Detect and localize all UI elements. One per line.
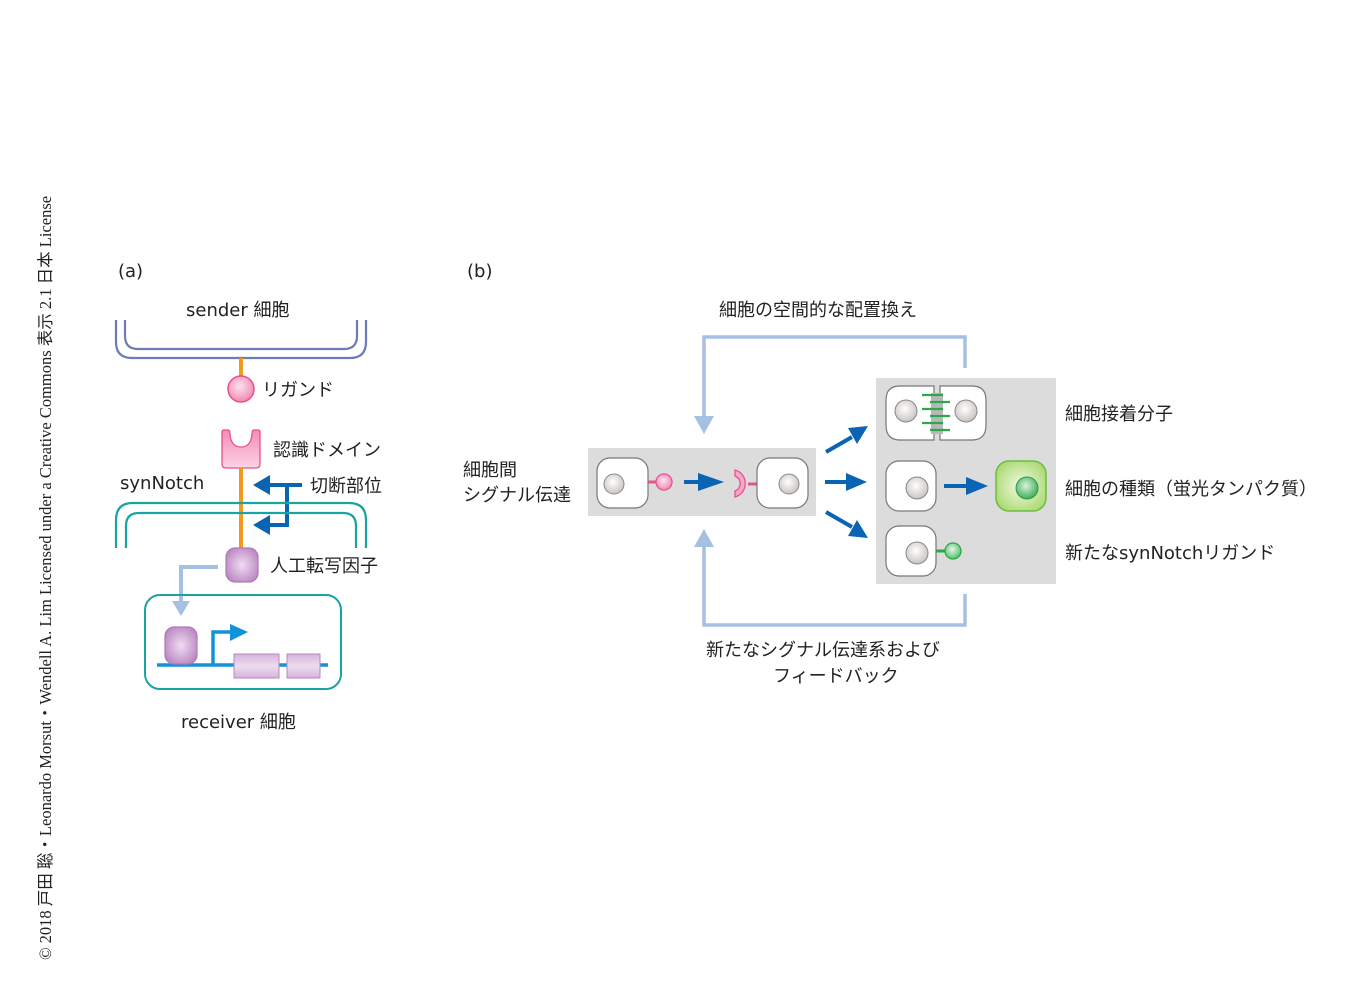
artificial-tf-icon [225, 547, 259, 583]
top-feedback-label: 細胞の空間的な配置換え [719, 300, 917, 321]
adhesion-cells-icon [885, 385, 987, 441]
nucleus-icon [603, 473, 625, 495]
ligand-icon [655, 473, 673, 491]
copyright-text: © 2018 戸田 聡・Leonardo Morsut・Wendell A. L… [36, 196, 55, 960]
bottom-feedback-arrowhead [694, 529, 714, 547]
sender-membrane [114, 320, 368, 360]
recognition-domain-icon [221, 429, 261, 469]
tf-translocation-line [179, 565, 218, 603]
recognition-domain-icon [734, 469, 746, 498]
bound-tf-icon [164, 626, 198, 665]
gene-block-2 [286, 653, 321, 679]
bottom-feedback-label-line2: フィードバック [773, 666, 899, 687]
panel-b: (b) 細胞の空間的な配置換え 新たなシグナル伝達系および フィードバック 細胞… [463, 261, 1317, 687]
panel-a-label: (a) [118, 261, 143, 282]
cleavage-arrows [253, 475, 302, 535]
output-label-new-ligand: 新たなsynNotchリガンド [1065, 543, 1275, 564]
input-label-line2: シグナル伝達 [463, 485, 571, 506]
new-ligand-icon [944, 542, 962, 560]
bottom-feedback-label-line1: 新たなシグナル伝達系および [706, 640, 940, 661]
receiver-cell-label: receiver 細胞 [181, 712, 296, 733]
panel-b-label: (b) [467, 261, 492, 282]
nucleus-icon [905, 476, 929, 500]
nucleus-icon [778, 473, 800, 495]
sender-cell-label: sender 細胞 [186, 300, 289, 321]
artificial-tf-label: 人工転写因子 [270, 556, 378, 577]
arrow-mid-head [846, 473, 867, 491]
output-label-cell-type: 細胞の種類（蛍光タンパク質） [1065, 479, 1317, 500]
bottom-feedback-line [702, 545, 967, 627]
top-feedback-line [702, 335, 967, 418]
arrow-down-line [825, 510, 853, 529]
signal-arrowhead [698, 473, 724, 491]
fluorescent-nucleus-icon [1015, 476, 1039, 500]
receiver-membrane [114, 501, 368, 548]
receiver-nucleus [144, 594, 342, 690]
promoter-arrow [211, 630, 232, 665]
output-arrows [825, 426, 868, 538]
arrow-up-line [825, 435, 853, 454]
promoter-arrowhead [230, 624, 248, 641]
nucleus-icon [905, 541, 929, 565]
input-label-line1: 細胞間 [463, 460, 517, 481]
differentiation-arrowhead [966, 477, 988, 495]
arrow-down-head [848, 520, 868, 538]
recognition-domain-label: 認識ドメイン [273, 440, 381, 461]
cleavage-site-label: 切断部位 [310, 476, 382, 497]
panel-a: (a) sender 細胞 リガンド 認識ドメイン synNotch 切断部位 [114, 261, 382, 733]
ligand-label: リガンド [262, 380, 334, 401]
tf-translocation-arrowhead [172, 601, 190, 616]
arrow-up-head [848, 426, 868, 444]
output-label-adhesion: 細胞接着分子 [1065, 404, 1173, 425]
gene-block-1 [233, 653, 280, 679]
synnotch-label: synNotch [120, 473, 204, 494]
top-feedback-arrowhead [694, 416, 714, 434]
ligand-icon [227, 375, 255, 403]
